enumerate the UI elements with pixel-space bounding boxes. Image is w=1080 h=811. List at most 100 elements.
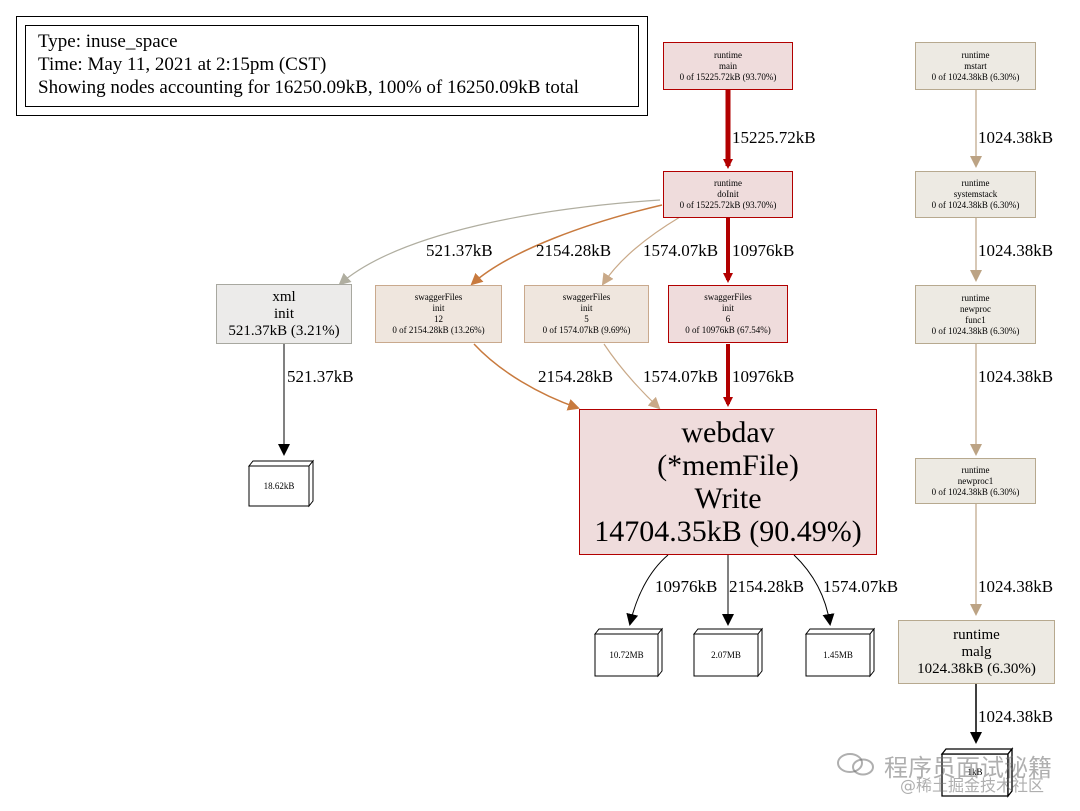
watermark-subtitle: @稀土掘金技术社区	[900, 776, 1045, 795]
node-runtime-doinit[interactable]: runtime doInit 0 of 15225.72kB (93.70%)	[663, 171, 793, 218]
block-label-malg: 1kB	[942, 754, 1008, 790]
node-xml-init[interactable]: xml init 521.37kB (3.21%)	[216, 284, 352, 344]
node-label: swaggerFiles	[414, 292, 463, 302]
node-label: 0 of 10976kB (67.54%)	[685, 325, 771, 335]
node-label: 6	[725, 314, 731, 324]
edge-label-webdav-block1: 10976kB	[655, 577, 718, 596]
block-value: 1kB	[967, 766, 983, 777]
node-label: Write	[694, 482, 762, 515]
node-label: swaggerFiles	[562, 292, 611, 302]
edge-label-swagger5-webdav: 1574.07kB	[643, 367, 719, 386]
edge-webdav-block1	[626, 554, 669, 626]
profile-info-inner: Type: inuse_space Time: May 11, 2021 at …	[25, 25, 639, 107]
node-label: 521.37kB (3.21%)	[228, 322, 340, 339]
node-label: 14704.35kB (90.49%)	[594, 515, 862, 548]
node-label: func1	[965, 314, 986, 325]
node-runtime-systemstack[interactable]: runtime systemstack 0 of 1024.38kB (6.30…	[915, 171, 1036, 218]
edge-label-doinit-swagger6: 10976kB	[732, 241, 795, 260]
node-webdav-memfile-write[interactable]: webdav (*memFile) Write 14704.35kB (90.4…	[579, 409, 877, 555]
node-label: main	[719, 60, 737, 71]
node-label: newproc1	[957, 475, 994, 486]
node-runtime-malg[interactable]: runtime malg 1024.38kB (6.30%)	[898, 620, 1055, 684]
edge-doinit-swagger5	[601, 216, 681, 286]
edge-swagger5-webdav	[603, 343, 661, 410]
block-1-shape	[593, 627, 664, 678]
edge-webdav-block3	[793, 554, 835, 626]
node-swaggerfiles-init-5[interactable]: swaggerFiles init 5 0 of 1574.07kB (9.69…	[524, 285, 649, 343]
node-label: runtime	[961, 49, 990, 60]
node-label: doInit	[717, 189, 739, 199]
node-label: 12	[434, 314, 443, 324]
edge-label-newproc1-malg: 1024.38kB	[978, 577, 1054, 596]
block-value: 2.07MB	[711, 649, 741, 660]
block-label-xml: 18.62kB	[249, 466, 309, 506]
edge-label-doinit-xml: 521.37kB	[426, 241, 493, 260]
node-label: runtime	[961, 178, 990, 188]
block-3-shape	[804, 627, 876, 678]
edge-label-systemstack-func1: 1024.38kB	[978, 241, 1054, 260]
block-value: 10.72MB	[609, 649, 644, 660]
profile-time: Time: May 11, 2021 at 2:15pm (CST)	[38, 54, 327, 75]
node-label: init	[273, 305, 294, 322]
block-label-3: 1.45MB	[806, 634, 870, 676]
watermark-title: 程序员面试秘籍	[884, 754, 1052, 782]
node-label: runtime	[961, 464, 990, 475]
node-label: 0 of 1024.38kB (6.30%)	[931, 71, 1020, 82]
node-runtime-newproc-func1[interactable]: runtime newproc func1 0 of 1024.38kB (6.…	[915, 285, 1036, 344]
node-label: malg	[961, 643, 992, 660]
node-runtime-newproc1[interactable]: runtime newproc1 0 of 1024.38kB (6.30%)	[915, 458, 1036, 504]
node-label: 5	[584, 314, 589, 324]
node-swaggerfiles-init-12[interactable]: swaggerFiles init 12 0 of 2154.28kB (13.…	[375, 285, 502, 343]
node-label: 0 of 15225.72kB (93.70%)	[679, 200, 777, 210]
edge-swagger12-webdav	[473, 343, 580, 411]
profile-info-box: Type: inuse_space Time: May 11, 2021 at …	[16, 16, 648, 116]
block-value: 18.62kB	[263, 480, 295, 491]
edge-label-func1-newproc1: 1024.38kB	[978, 367, 1054, 386]
block-label-2: 2.07MB	[694, 634, 758, 676]
profile-showing: Showing nodes accounting for 16250.09kB,…	[38, 77, 579, 98]
node-label: systemstack	[953, 189, 998, 199]
edge-label-mstart-systemstack: 1024.38kB	[978, 128, 1054, 147]
node-label: xml	[272, 288, 296, 305]
profile-type: Type: inuse_space	[38, 31, 178, 52]
node-runtime-main[interactable]: runtime main 0 of 15225.72kB (93.70%)	[663, 42, 793, 90]
edge-label-malg-block: 1024.38kB	[978, 707, 1054, 726]
node-label: init	[580, 303, 593, 313]
block-2-shape	[692, 627, 764, 678]
edge-label-webdav-block2: 2154.28kB	[729, 577, 805, 596]
node-label: 0 of 1024.38kB (6.30%)	[931, 325, 1020, 336]
node-label: 1024.38kB (6.30%)	[917, 660, 1036, 677]
edge-label-doinit-swagger5: 1574.07kB	[643, 241, 719, 260]
node-label: init	[432, 303, 445, 313]
node-runtime-mstart[interactable]: runtime mstart 0 of 1024.38kB (6.30%)	[915, 42, 1036, 90]
node-label: swaggerFiles	[704, 292, 752, 302]
block-value: 1.45MB	[823, 649, 853, 660]
edge-label-doinit-swagger12: 2154.28kB	[536, 241, 612, 260]
node-label: runtime	[961, 292, 990, 303]
edge-label-xml-block: 521.37kB	[287, 367, 354, 386]
node-label: runtime	[953, 626, 1000, 643]
edge-label-swagger12-webdav: 2154.28kB	[538, 367, 614, 386]
edge-label-swagger6-webdav: 10976kB	[732, 367, 795, 386]
edge-label-main-doinit: 15225.72kB	[732, 128, 816, 147]
node-label: (*memFile)	[657, 449, 799, 482]
node-label: newproc	[960, 303, 991, 314]
node-label: 0 of 2154.28kB (13.26%)	[392, 325, 485, 335]
edge-doinit-xml	[338, 199, 661, 286]
block-xml-shape	[247, 459, 315, 508]
node-label: 0 of 1024.38kB (6.30%)	[931, 486, 1020, 497]
wechat-icon	[837, 753, 874, 776]
block-label-1: 10.72MB	[595, 634, 658, 676]
block-malg-shape	[940, 747, 1014, 798]
node-label: runtime	[714, 178, 742, 188]
edge-doinit-swagger12	[470, 204, 663, 286]
node-label: webdav	[681, 416, 775, 449]
node-swaggerfiles-init-6[interactable]: swaggerFiles init 6 0 of 10976kB (67.54%…	[668, 285, 788, 343]
node-label: runtime	[714, 49, 742, 60]
node-label: mstart	[964, 60, 987, 71]
node-label: 0 of 1574.07kB (9.69%)	[542, 325, 631, 335]
node-label: 0 of 15225.72kB (93.70%)	[679, 71, 777, 82]
node-label: init	[721, 303, 734, 313]
node-label: 0 of 1024.38kB (6.30%)	[931, 200, 1020, 210]
